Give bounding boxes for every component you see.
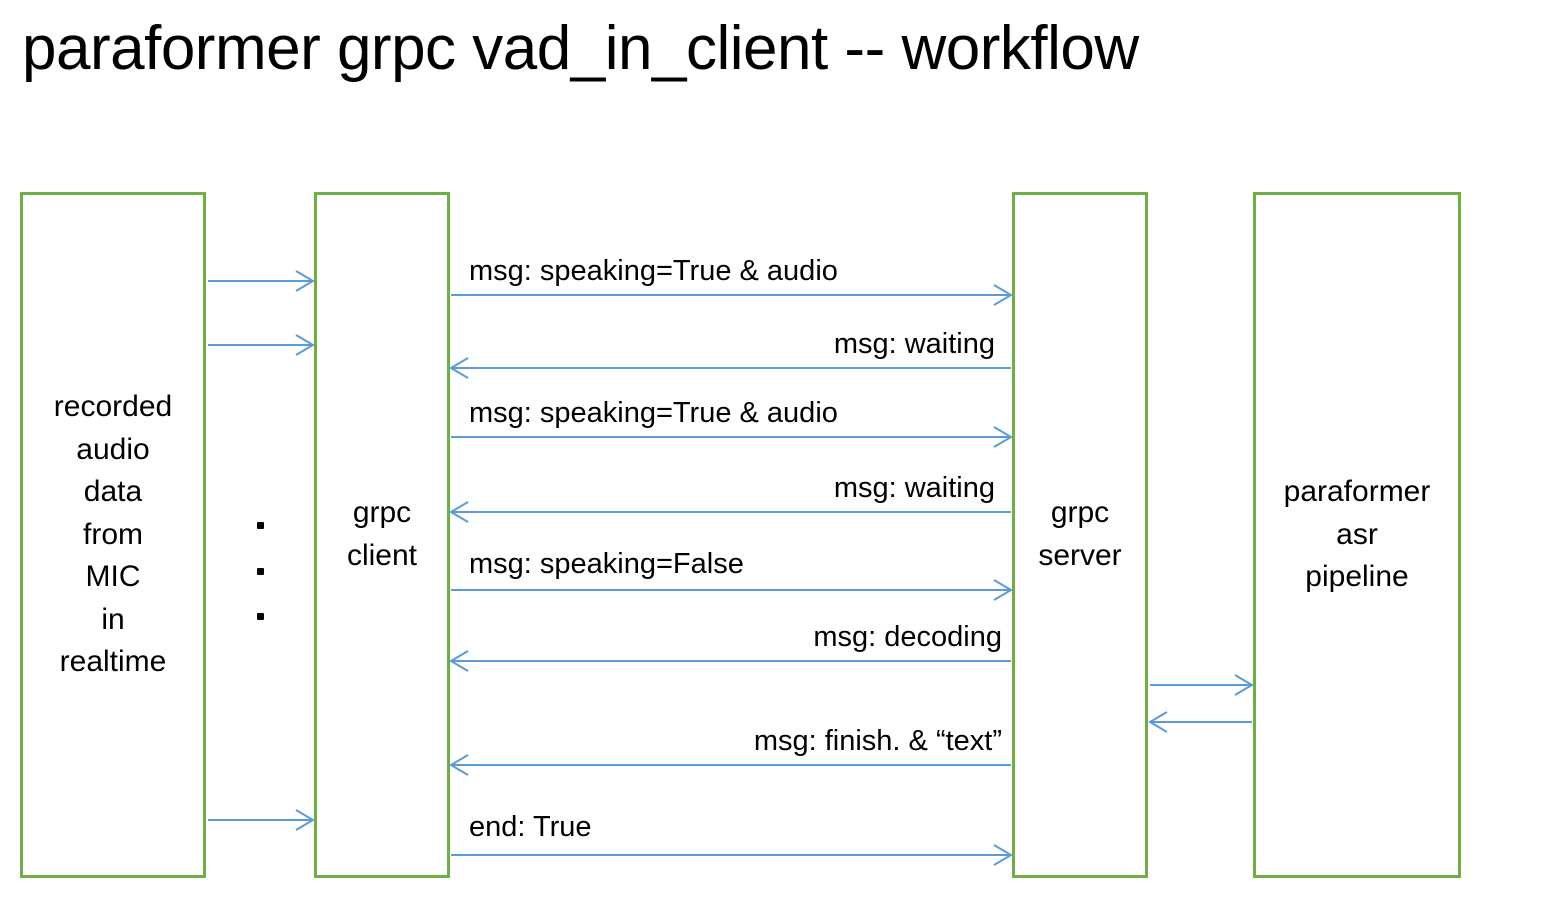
arrow-client-to-server-speaking-true-2 [451, 426, 1013, 448]
arrow-pipeline-to-server [1148, 711, 1252, 733]
arrowhead-icon [993, 844, 1013, 866]
lane-label-asr-pipeline: paraformer asr pipeline [1283, 475, 1431, 594]
lane-box-grpc-client: grpc client [314, 192, 450, 878]
arrow-server-to-client-waiting-1 [449, 357, 1011, 379]
lane-box-asr-pipeline: paraformer asr pipeline [1253, 192, 1461, 878]
lane-label-grpc-server: grpc server [1038, 496, 1122, 572]
arrow-server-to-client-finish-text [449, 754, 1011, 776]
message-label-client-to-server-speaking-true-1: msg: speaking=True & audio [469, 255, 838, 287]
lane-label-grpc-client: grpc client [346, 496, 418, 572]
message-label-client-to-server-end-true: end: True [469, 811, 592, 843]
arrow-server-to-client-waiting-2 [449, 501, 1011, 523]
arrow-client-to-server-speaking-false [451, 579, 1013, 601]
arrow-server-to-client-decoding [449, 650, 1011, 672]
arrowhead-icon [449, 650, 469, 672]
vertical-ellipsis-icon [254, 522, 266, 620]
arrow-client-to-server-speaking-true-1 [451, 284, 1013, 306]
arrowhead-icon [449, 501, 469, 523]
message-label-client-to-server-speaking-false: msg: speaking=False [469, 548, 744, 580]
lane-box-grpc-server: grpc server [1012, 192, 1148, 878]
lane-box-mic: recorded audio data from MIC in realtime [20, 192, 206, 878]
arrow-server-to-pipeline [1150, 674, 1254, 696]
arrowhead-icon [1148, 711, 1168, 733]
ellipsis-dot [256, 613, 264, 620]
arrowhead-icon [1234, 674, 1254, 696]
message-label-server-to-client-waiting-1: msg: waiting [833, 328, 995, 360]
message-label-server-to-client-waiting-2: msg: waiting [833, 472, 995, 504]
lane-label-mic: recorded audio data from MIC in realtime [53, 389, 173, 679]
arrowhead-icon [993, 284, 1013, 306]
arrow-mic-to-client-2 [208, 334, 315, 356]
arrowhead-icon [993, 579, 1013, 601]
message-label-server-to-client-decoding: msg: decoding [813, 621, 1002, 653]
page-title: paraformer grpc vad_in_client -- workflo… [22, 14, 1139, 83]
arrow-mic-to-client-3 [208, 809, 315, 831]
message-label-server-to-client-finish-text: msg: finish. & “text” [753, 725, 1002, 757]
arrowhead-icon [295, 809, 315, 831]
arrow-mic-to-client-1 [208, 270, 315, 292]
arrowhead-icon [449, 357, 469, 379]
ellipsis-dot [256, 522, 264, 529]
arrowhead-icon [449, 754, 469, 776]
arrowhead-icon [295, 270, 315, 292]
arrowhead-icon [295, 334, 315, 356]
message-label-client-to-server-speaking-true-2: msg: speaking=True & audio [469, 397, 838, 429]
ellipsis-dot [256, 567, 264, 575]
arrow-client-to-server-end-true [451, 844, 1013, 866]
arrowhead-icon [993, 426, 1013, 448]
